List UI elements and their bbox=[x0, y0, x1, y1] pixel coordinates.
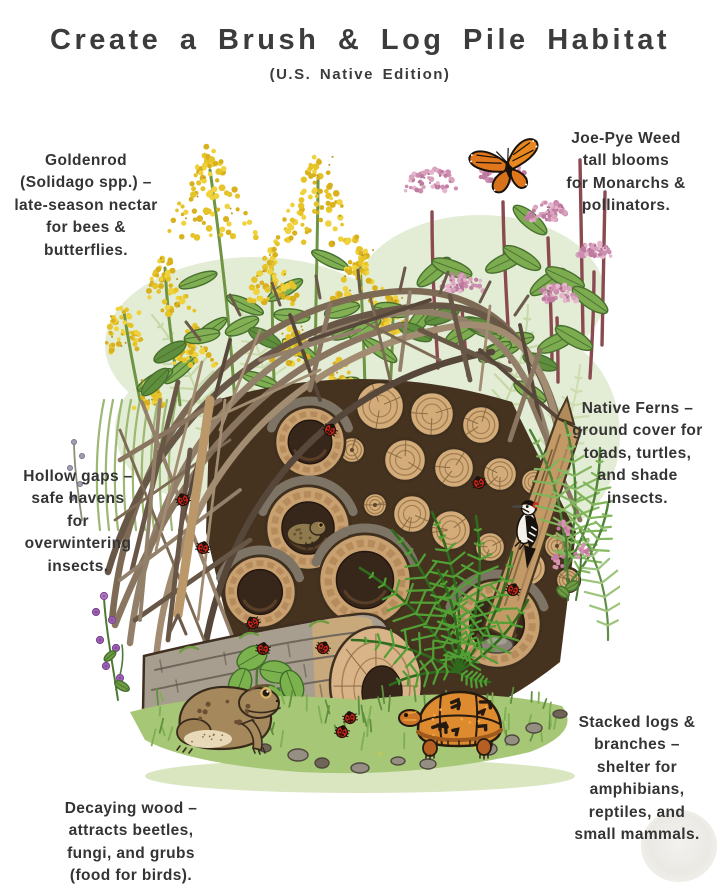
purple-flower-spray bbox=[91, 591, 130, 701]
gray-buds-spray bbox=[67, 438, 85, 521]
ladybug bbox=[504, 583, 522, 597]
ladybugs bbox=[174, 423, 522, 739]
annotation-goldenrod: Goldenrod (Solidago spp.) – late-season … bbox=[14, 152, 158, 259]
clover-flowers bbox=[550, 519, 591, 602]
brush-twig-dome bbox=[104, 266, 583, 694]
annotation-native-ferns: Native Ferns – ground cover for toads, t… bbox=[572, 400, 703, 507]
page-subtitle: (U.S. Native Edition) bbox=[269, 66, 451, 83]
ladybug bbox=[244, 616, 262, 630]
ladybug bbox=[470, 476, 488, 490]
habitat-illustration bbox=[67, 138, 620, 793]
box-turtle bbox=[398, 690, 503, 760]
native-ferns bbox=[350, 420, 620, 689]
annotation-decaying-wood: Decaying wood – attracts beetles, fungi,… bbox=[64, 800, 198, 885]
annotation-stacked-logs: Stacked logs & branches – shelter for am… bbox=[574, 714, 700, 844]
downy-woodpecker bbox=[512, 499, 539, 569]
annotation-joe-pye-weed: Joe-Pye Weed tall blooms for Monarchs & … bbox=[566, 130, 686, 215]
page-title: Create a Brush & Log Pile Habitat bbox=[50, 24, 670, 56]
watermark-badge bbox=[641, 810, 717, 882]
ladybug bbox=[314, 641, 332, 655]
ladybug bbox=[321, 423, 339, 437]
ladybug bbox=[194, 541, 212, 555]
ladybug bbox=[333, 725, 351, 739]
monarch-butterfly bbox=[468, 138, 539, 194]
ladybug bbox=[255, 642, 271, 656]
ladybug bbox=[342, 711, 358, 725]
toad-in-hollow bbox=[286, 520, 327, 550]
annotation-hollow-gaps: Hollow gaps – safe havens for overwinter… bbox=[23, 468, 133, 575]
ladybug bbox=[174, 493, 192, 507]
american-toad bbox=[176, 684, 281, 755]
